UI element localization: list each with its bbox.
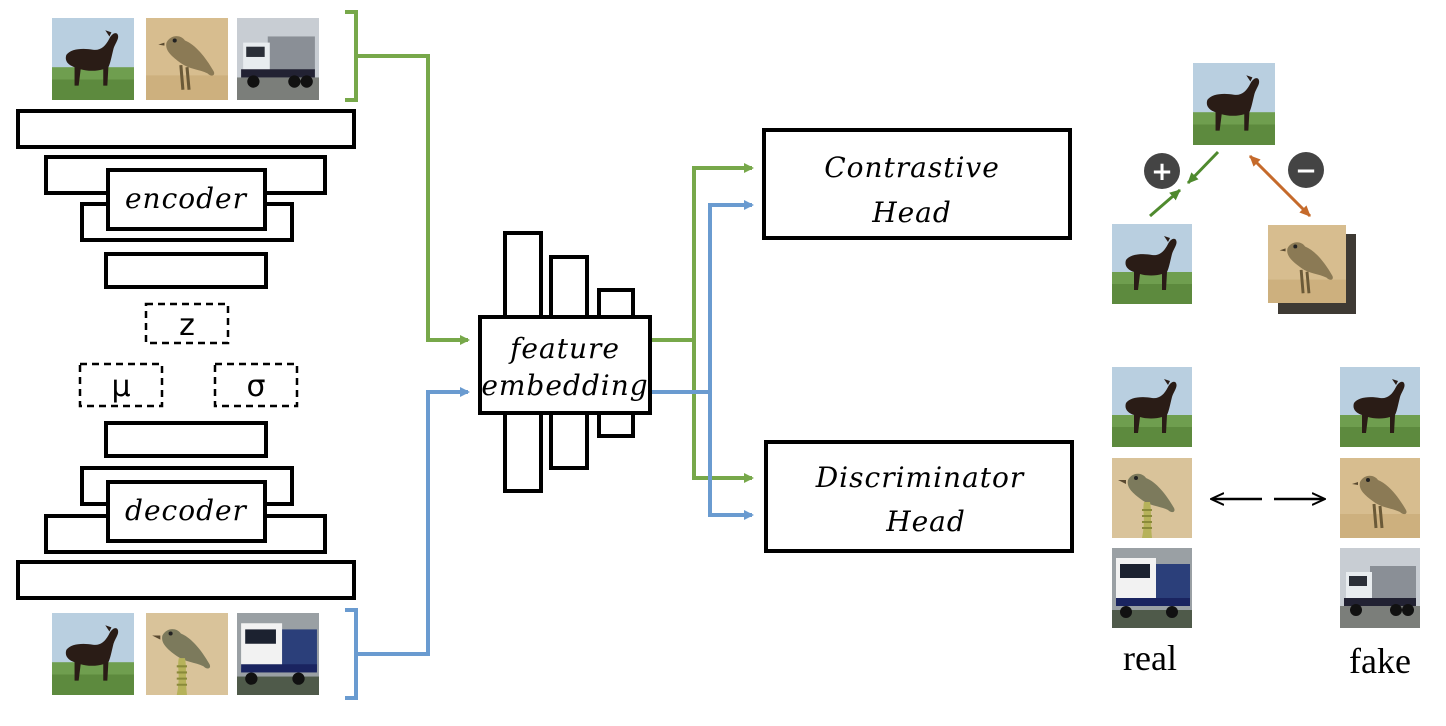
mu-box <box>78 362 164 408</box>
truck-thumbnail-top <box>237 18 319 100</box>
feature-label-line2: embedding <box>481 369 648 402</box>
decoder-layer-4 <box>16 560 356 600</box>
blue-to-discriminator-arrow <box>708 392 754 520</box>
positive-horse-thumbnail <box>1112 224 1192 304</box>
z-box <box>144 302 230 345</box>
bottom-image-row <box>52 613 319 695</box>
decoder-box <box>106 480 267 543</box>
anchor-horse-thumbnail <box>1193 63 1275 145</box>
top-bracket <box>345 10 358 102</box>
sigma-label: σ <box>246 369 265 404</box>
top-image-row <box>52 18 319 100</box>
encoder-layer-4 <box>104 252 268 289</box>
green-input-arrow <box>356 54 470 345</box>
decoder-layer-1 <box>104 421 268 458</box>
contrastive-head-box <box>762 128 1072 240</box>
negative-arrow <box>1248 154 1312 218</box>
real-horse-thumbnail <box>1112 367 1192 447</box>
truck-thumbnail-bottom <box>237 613 319 695</box>
real-bird-thumbnail <box>1112 458 1192 538</box>
contrastive-illustration: + − <box>1112 63 1356 314</box>
feature-label-line1: feature <box>508 332 620 365</box>
minus-sign: − <box>1295 156 1317 186</box>
negative-bird-thumbnail <box>1268 224 1346 304</box>
decoder-label: decoder <box>125 494 248 527</box>
horse-thumbnail-top <box>52 18 134 100</box>
contrastive-label-line2: Head <box>871 196 952 229</box>
discriminator-illustration: real fake <box>1112 367 1420 681</box>
fake-label: fake <box>1349 641 1411 681</box>
feature-embedding-box <box>478 315 652 415</box>
fake-horse-thumbnail <box>1340 367 1420 447</box>
positive-arrow-up <box>1149 188 1181 218</box>
plus-badge-icon <box>1144 153 1180 189</box>
feature-embedding-network: feature embedding <box>478 231 652 493</box>
mu-label: μ <box>111 369 130 404</box>
bird-thumbnail-bottom <box>146 613 228 695</box>
plus-sign: + <box>1151 157 1173 187</box>
bird-thumbnail-top <box>146 18 228 100</box>
green-to-discriminator-arrow <box>692 340 754 483</box>
green-to-contrastive-arrow <box>652 163 754 342</box>
positive-arrow-down <box>1186 150 1220 185</box>
contrastive-label-line1: Contrastive <box>824 151 1000 184</box>
bottom-bracket <box>345 608 358 700</box>
z-label: z <box>179 308 195 343</box>
discriminator-head-box <box>764 440 1074 553</box>
encoder-layer-1 <box>16 109 356 149</box>
minus-badge-icon <box>1288 152 1324 188</box>
sigma-box <box>213 362 299 408</box>
fake-bird-thumbnail <box>1340 458 1420 538</box>
vae-stack: encoder z μ σ decoder <box>16 109 356 600</box>
horse-thumbnail-bottom <box>52 613 134 695</box>
encoder-label: encoder <box>125 182 248 215</box>
blue-to-contrastive-arrow <box>652 200 754 394</box>
discriminator-label-line2: Head <box>885 505 966 538</box>
real-label: real <box>1123 638 1177 678</box>
encoder-box <box>106 168 267 231</box>
blue-input-arrow <box>356 387 470 656</box>
discriminator-label-line1: Discriminator <box>815 461 1025 494</box>
real-truck-thumbnail <box>1112 548 1192 628</box>
fake-truck-thumbnail <box>1340 548 1420 628</box>
